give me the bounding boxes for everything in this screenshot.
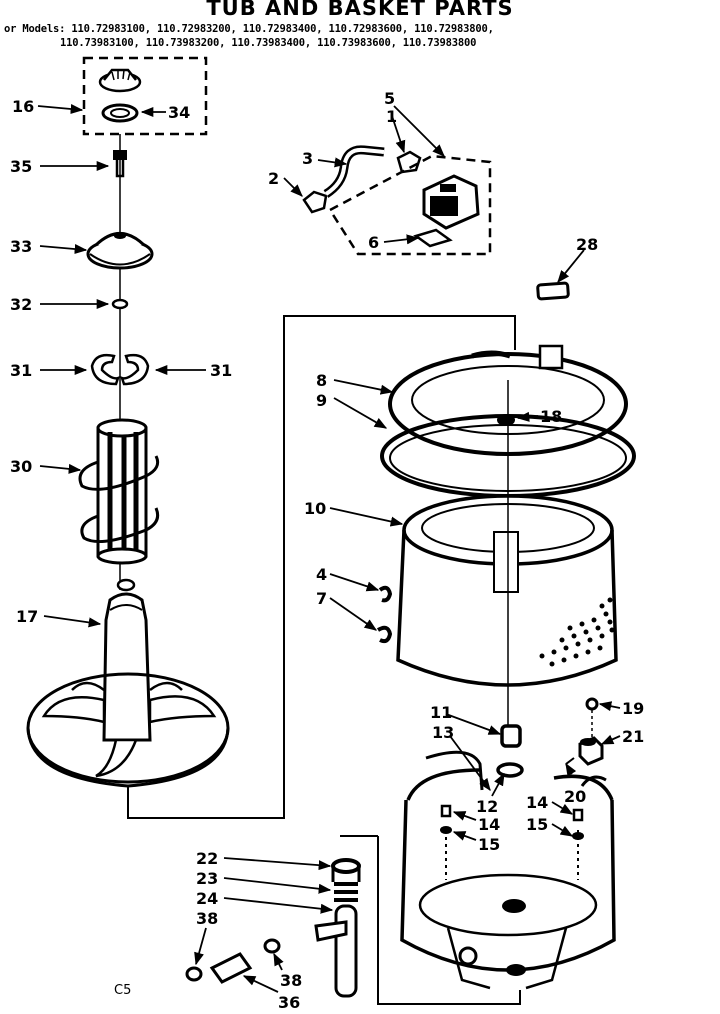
part-22-coupling	[331, 858, 361, 882]
callout-2: 2	[268, 169, 279, 188]
callout-23: 23	[196, 869, 218, 888]
callout-1: 1	[386, 107, 397, 126]
part-11-bearing	[500, 724, 522, 748]
part-38-clamp-left	[185, 966, 203, 982]
part-4-clip	[378, 585, 393, 603]
callout-35: 35	[10, 157, 32, 176]
part-31-dogs	[90, 353, 150, 386]
part-20-link	[565, 757, 575, 765]
callout-36: 36	[278, 993, 300, 1012]
part-38-clamp-right	[263, 938, 281, 954]
part-13-outer-tub	[400, 750, 616, 990]
assembly-bracket-line	[127, 315, 516, 819]
callout-18: 18	[540, 407, 562, 426]
callout-5: 5	[384, 89, 395, 108]
part-32-washer	[111, 298, 129, 310]
part-6-clip	[413, 228, 453, 248]
callout-30: 30	[10, 457, 32, 476]
diagram-title: TUB AND BASKET PARTS	[206, 0, 514, 20]
callout-24: 24	[196, 889, 218, 908]
part-21-bracket	[578, 736, 604, 766]
part-34-seal	[101, 103, 139, 123]
callout-11: 11	[430, 703, 452, 722]
part-7-clip	[376, 625, 393, 644]
part-24-hose	[314, 904, 358, 998]
callout-17: 17	[16, 607, 38, 626]
callout-33: 33	[10, 237, 32, 256]
part-12-seal	[496, 762, 524, 778]
callout-21: 21	[622, 727, 644, 746]
part-33-agitator-cap	[86, 232, 154, 270]
part-28-pad	[536, 281, 570, 301]
dashed-box-16	[82, 56, 208, 136]
part-14-screw-left	[440, 804, 452, 818]
part-15-washer-right	[572, 832, 584, 840]
callout-7: 7	[316, 589, 327, 608]
part-19-screw	[585, 697, 599, 738]
models-line-1: or Models: 110.72983100, 110.72983200, 1…	[4, 23, 494, 35]
callout-10: 10	[304, 499, 326, 518]
callout-14-right: 14	[526, 793, 548, 812]
part-1-clamp	[396, 150, 422, 174]
callout-8: 8	[316, 371, 327, 390]
callout-4: 4	[316, 565, 327, 584]
callout-9: 9	[316, 391, 327, 410]
callout-20: 20	[564, 787, 586, 806]
part-23-spring	[334, 882, 358, 902]
callout-6: 6	[368, 233, 379, 252]
part-14-screw-right	[572, 808, 584, 822]
callout-14-left: 14	[478, 815, 500, 834]
callout-12: 12	[476, 797, 498, 816]
part-36-tube	[209, 952, 253, 984]
callout-15-left: 15	[478, 835, 500, 854]
callout-31-left: 31	[10, 361, 32, 380]
part-30-auger	[78, 418, 160, 565]
callout-28: 28	[576, 235, 598, 254]
part-3-hose	[323, 145, 385, 198]
part-35-bolt	[113, 150, 127, 178]
part-10-basket	[396, 494, 618, 687]
callout-3: 3	[302, 149, 313, 168]
part-17-agitator-base	[26, 578, 230, 788]
callout-19: 19	[622, 699, 644, 718]
callout-16: 16	[12, 97, 34, 116]
part-16-cap	[98, 68, 142, 93]
part-2-clamp	[302, 190, 328, 214]
part-15-washer-left	[440, 826, 452, 834]
callout-32: 32	[10, 295, 32, 314]
diagram-code: C5	[114, 983, 131, 998]
callout-13: 13	[432, 723, 454, 742]
callout-38-left: 38	[196, 909, 218, 928]
basket-holes	[539, 597, 615, 667]
leader-arrows	[37, 103, 621, 993]
pump-bracket-line	[377, 836, 521, 1005]
callout-22: 22	[196, 849, 218, 868]
callout-34: 34	[168, 103, 190, 122]
models-line-2: 110.73983100, 110.73983200, 110.73983400…	[60, 37, 477, 49]
callout-38-right: 38	[280, 971, 302, 990]
part-5-dispenser	[422, 174, 480, 230]
callout-15-right: 15	[526, 815, 548, 834]
callout-31-right: 31	[210, 361, 232, 380]
dashed-box-5	[328, 154, 492, 256]
